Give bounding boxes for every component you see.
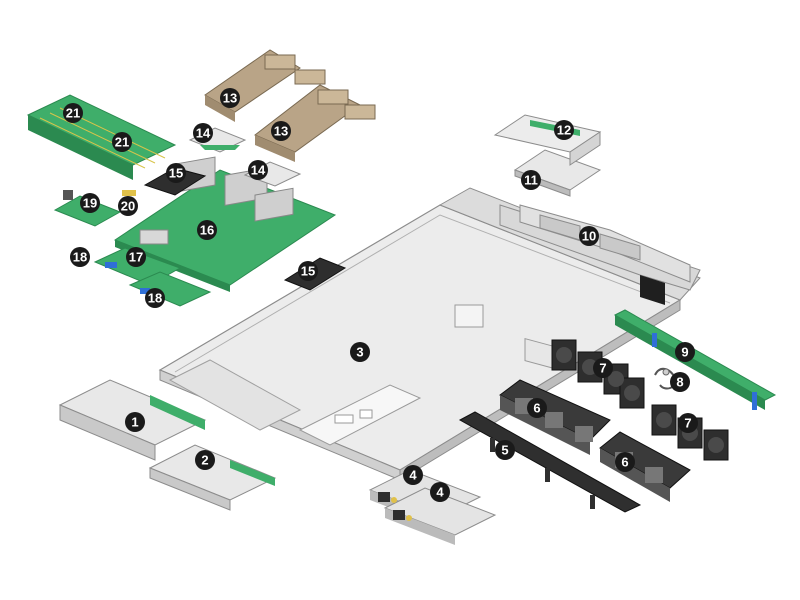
- callout-17: 17: [126, 247, 146, 267]
- callout-badge: [670, 372, 690, 392]
- callout-number: 12: [557, 123, 571, 138]
- callout-badge: [527, 398, 547, 418]
- callout-number: 20: [121, 199, 135, 214]
- callout-20: 20: [118, 196, 138, 216]
- callout-number: 1: [131, 415, 138, 430]
- callout-number: 3: [356, 345, 363, 360]
- callout-badge: [220, 88, 240, 108]
- callout-badge: [579, 226, 599, 246]
- callout-badge: [197, 220, 217, 240]
- callout-7: 7: [593, 358, 613, 378]
- callout-badge: [271, 121, 291, 141]
- callout-number: 6: [533, 401, 540, 416]
- callout-3: 3: [350, 342, 370, 362]
- callout-14: 14: [248, 160, 268, 180]
- callout-layer: 1234456677891011121313141415151617181819…: [63, 88, 698, 502]
- callout-badge: [126, 247, 146, 267]
- callout-number: 4: [409, 468, 417, 483]
- callout-number: 15: [301, 264, 315, 279]
- callout-badge: [495, 440, 515, 460]
- callout-badge: [248, 160, 268, 180]
- fan-cage-upper: [499, 379, 611, 455]
- callout-7: 7: [678, 413, 698, 433]
- callout-number: 19: [83, 196, 97, 211]
- callout-badge: [298, 261, 318, 281]
- callout-number: 2: [201, 453, 208, 468]
- callout-6: 6: [527, 398, 547, 418]
- callout-2: 2: [195, 450, 215, 470]
- callout-number: 4: [436, 485, 444, 500]
- callout-badge: [166, 163, 186, 183]
- callout-4: 4: [403, 465, 423, 485]
- callout-number: 18: [73, 250, 87, 265]
- callout-number: 13: [274, 124, 288, 139]
- callout-1: 1: [125, 412, 145, 432]
- callout-number: 5: [501, 443, 508, 458]
- power-supplies: [368, 469, 497, 545]
- callout-badge: [403, 465, 423, 485]
- callout-number: 18: [148, 291, 162, 306]
- backplane-board: [613, 309, 777, 410]
- callout-11: 11: [521, 170, 541, 190]
- callout-15: 15: [166, 163, 186, 183]
- callout-10: 10: [579, 226, 599, 246]
- callout-badge: [678, 413, 698, 433]
- callout-number: 21: [66, 106, 80, 121]
- callout-badge: [145, 288, 165, 308]
- callout-number: 8: [676, 375, 683, 390]
- callout-badge: [675, 342, 695, 362]
- callout-8: 8: [670, 372, 690, 392]
- callout-badge: [193, 123, 213, 143]
- callout-badge: [112, 132, 132, 152]
- battery-clip: [122, 190, 136, 196]
- callout-number: 7: [684, 416, 691, 431]
- callout-18: 18: [145, 288, 165, 308]
- air-duct-bar: [458, 411, 642, 513]
- callout-number: 16: [200, 223, 214, 238]
- callout-18: 18: [70, 247, 90, 267]
- callout-badge: [70, 247, 90, 267]
- callout-14: 14: [193, 123, 213, 143]
- callout-13: 13: [220, 88, 240, 108]
- drive-cage: [519, 204, 691, 283]
- callout-badge: [80, 193, 100, 213]
- callout-badge: [593, 358, 613, 378]
- callout-badge: [195, 450, 215, 470]
- callout-21: 21: [112, 132, 132, 152]
- callout-4: 4: [430, 482, 450, 502]
- callout-5: 5: [495, 440, 515, 460]
- callout-number: 15: [169, 166, 183, 181]
- callout-badge: [63, 103, 83, 123]
- callout-12: 12: [554, 120, 574, 140]
- callout-badge: [118, 196, 138, 216]
- callout-number: 14: [196, 126, 211, 141]
- callout-13: 13: [271, 121, 291, 141]
- callout-badge: [125, 412, 145, 432]
- callout-number: 14: [251, 163, 266, 178]
- callout-number: 11: [524, 173, 538, 188]
- callout-badge: [430, 482, 450, 502]
- fan-modules-upper: [551, 339, 645, 409]
- callout-number: 9: [681, 345, 688, 360]
- callout-9: 9: [675, 342, 695, 362]
- callout-number: 7: [599, 361, 606, 376]
- callout-badge: [521, 170, 541, 190]
- callout-16: 16: [197, 220, 217, 240]
- callout-number: 13: [223, 91, 237, 106]
- callout-number: 17: [129, 250, 143, 265]
- callout-15: 15: [298, 261, 318, 281]
- callout-19: 19: [80, 193, 100, 213]
- callout-6: 6: [615, 452, 635, 472]
- riser-card-2: [148, 444, 277, 511]
- callout-badge: [350, 342, 370, 362]
- dimm-modules: [26, 94, 177, 180]
- callout-21: 21: [63, 103, 83, 123]
- callout-number: 6: [621, 455, 628, 470]
- callout-number: 10: [582, 229, 596, 244]
- callout-badge: [615, 452, 635, 472]
- callout-badge: [554, 120, 574, 140]
- callout-number: 21: [115, 135, 129, 150]
